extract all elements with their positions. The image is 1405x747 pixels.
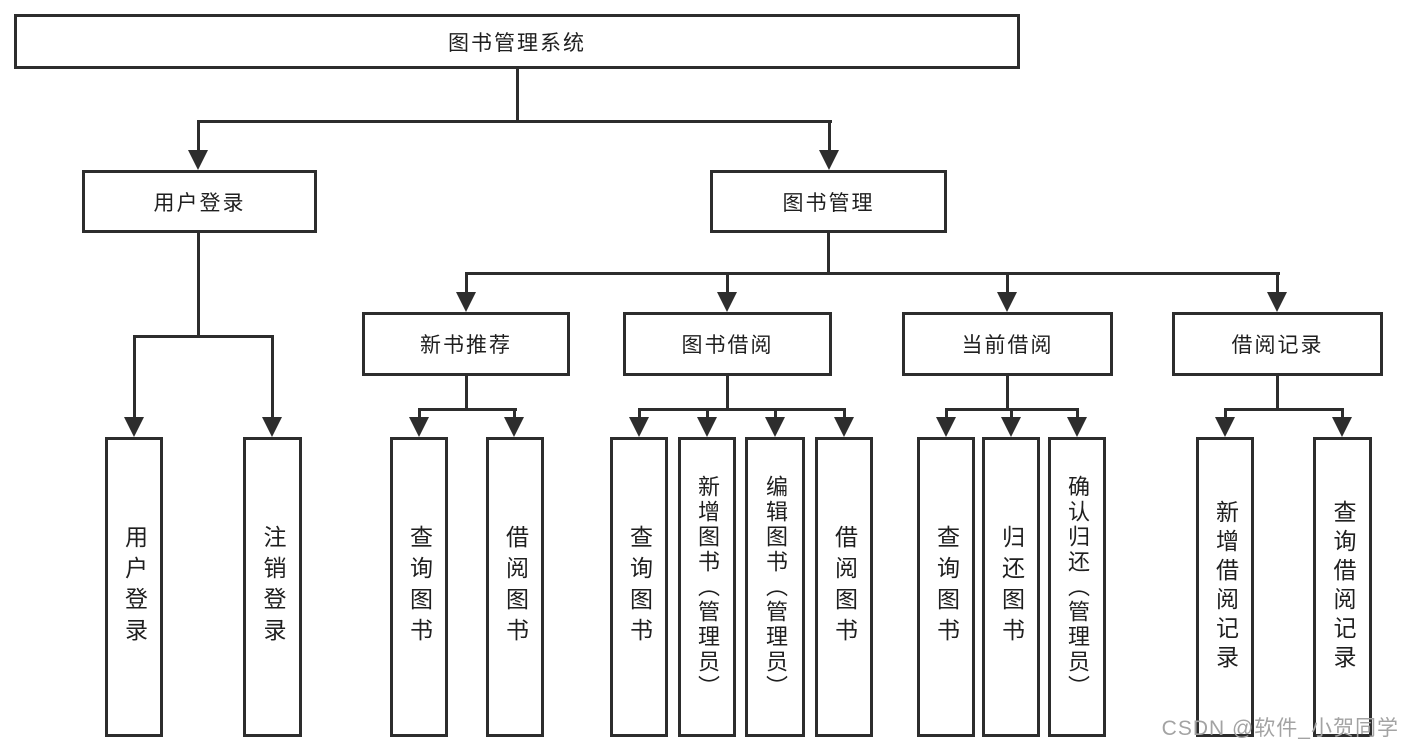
leaf-bb-borrow-book: 借阅图书 — [815, 437, 873, 737]
connector-to-bb-edit — [774, 408, 777, 420]
connector-to-leaf-logout — [271, 335, 274, 419]
connector-to-book-mgmt — [828, 120, 831, 150]
arrow-down-icon — [997, 292, 1017, 312]
connector-to-new-book-rec — [465, 272, 468, 294]
node-root-library-system: 图书管理系统 — [14, 14, 1020, 69]
leaf-br-query-record: 查询借阅记录 — [1313, 437, 1372, 737]
connector-borrow-record-stem — [1276, 376, 1279, 408]
leaf-nb-borrow-book: 借阅图书 — [486, 437, 544, 737]
leaf-bb-query-book: 查询图书 — [610, 437, 668, 737]
arrow-down-icon — [697, 417, 717, 437]
node-current-borrow: 当前借阅 — [902, 312, 1113, 376]
node-borrow-record: 借阅记录 — [1172, 312, 1383, 376]
arrow-down-icon — [819, 150, 839, 170]
connector-book-mgmt-crossbar — [465, 272, 1280, 275]
connector-to-br-query — [1341, 408, 1344, 420]
connector-to-br-add — [1224, 408, 1227, 420]
leaf-bb-edit-book-admin: 编辑图书（管理员） — [745, 437, 805, 737]
arrow-down-icon — [834, 417, 854, 437]
connector-book-mgmt-stem — [827, 233, 830, 272]
arrow-down-icon — [1067, 417, 1087, 437]
connector-new-book-stem — [465, 376, 468, 408]
connector-borrow-record-crossbar — [1224, 408, 1344, 411]
leaf-logout-login: 注销登录 — [243, 437, 302, 737]
node-user-login: 用户登录 — [82, 170, 317, 233]
connector-to-current-borrow — [1006, 272, 1009, 294]
connector-to-borrow-record — [1276, 272, 1279, 294]
node-book-management: 图书管理 — [710, 170, 947, 233]
connector-to-bb-query — [638, 408, 641, 420]
connector-to-cb-query — [945, 408, 948, 420]
connector-book-borrow-stem — [726, 376, 729, 408]
connector-to-bb-borrow — [843, 408, 846, 420]
node-book-borrow-label: 图书借阅 — [681, 334, 774, 357]
leaf-bb-edit-book-admin-label: 编辑图书（管理员） — [763, 474, 788, 700]
node-new-book-recommend-label: 新书推荐 — [420, 334, 512, 357]
leaf-nb-query-book: 查询图书 — [390, 437, 448, 737]
arrow-down-icon — [1215, 417, 1235, 437]
arrow-down-icon — [188, 150, 208, 170]
connector-to-user-login — [197, 120, 200, 150]
leaf-cb-return-book-label: 归还图书 — [998, 525, 1025, 649]
leaf-cb-query-book: 查询图书 — [917, 437, 975, 737]
connector-to-cb-return — [1010, 408, 1013, 420]
connector-book-borrow-crossbar — [638, 408, 846, 411]
leaf-cb-return-book: 归还图书 — [982, 437, 1040, 737]
connector-user-login-stem — [197, 233, 200, 335]
arrow-down-icon — [1332, 417, 1352, 437]
leaf-br-add-record: 新增借阅记录 — [1196, 437, 1254, 737]
connector-root-stem — [516, 68, 519, 120]
leaf-cb-query-book-label: 查询图书 — [933, 525, 960, 649]
connector-to-bb-add — [706, 408, 709, 420]
leaf-nb-borrow-book-label: 借阅图书 — [502, 525, 529, 649]
leaf-cb-confirm-return-admin-label: 确认归还（管理员） — [1065, 474, 1090, 700]
connector-to-book-borrow — [726, 272, 729, 294]
node-user-login-label: 用户登录 — [153, 191, 246, 215]
node-root-label: 图书管理系统 — [448, 31, 586, 55]
connector-new-book-crossbar — [418, 408, 517, 411]
leaf-user-login-label: 用户登录 — [121, 525, 148, 649]
arrow-down-icon — [456, 292, 476, 312]
connector-root-crossbar — [197, 120, 832, 123]
arrow-down-icon — [1267, 292, 1287, 312]
leaf-logout-login-label: 注销登录 — [260, 525, 286, 649]
leaf-bb-add-book-admin: 新增图书（管理员） — [678, 437, 736, 737]
leaf-nb-query-book-label: 查询图书 — [406, 525, 433, 649]
leaf-bb-query-book-label: 查询图书 — [626, 525, 653, 649]
arrow-down-icon — [717, 292, 737, 312]
leaf-br-add-record-label: 新增借阅记录 — [1212, 500, 1239, 674]
arrow-down-icon — [504, 417, 524, 437]
arrow-down-icon — [1001, 417, 1021, 437]
arrow-down-icon — [629, 417, 649, 437]
leaf-br-query-record-label: 查询借阅记录 — [1330, 500, 1356, 674]
node-book-borrow: 图书借阅 — [623, 312, 832, 376]
leaf-bb-add-book-admin-label: 新增图书（管理员） — [695, 474, 720, 700]
node-borrow-record-label: 借阅记录 — [1231, 334, 1324, 357]
connector-to-cb-confirm — [1076, 408, 1079, 420]
arrow-down-icon — [409, 417, 429, 437]
arrow-down-icon — [124, 417, 144, 437]
leaf-cb-confirm-return-admin: 确认归还（管理员） — [1048, 437, 1106, 737]
arrow-down-icon — [262, 417, 282, 437]
connector-current-borrow-stem — [1006, 376, 1009, 408]
connector-to-leaf-user-login — [133, 335, 136, 419]
connector-to-nb-borrow — [513, 408, 516, 420]
connector-to-nb-query — [418, 408, 421, 420]
leaf-user-login: 用户登录 — [105, 437, 163, 737]
node-new-book-recommend: 新书推荐 — [362, 312, 570, 376]
leaf-bb-borrow-book-label: 借阅图书 — [831, 525, 858, 649]
arrow-down-icon — [765, 417, 785, 437]
connector-user-login-crossbar — [133, 335, 274, 338]
node-current-borrow-label: 当前借阅 — [961, 334, 1054, 357]
node-book-management-label: 图书管理 — [782, 191, 875, 215]
arrow-down-icon — [936, 417, 956, 437]
csdn-watermark: CSDN @软件_小贺同学 — [1161, 717, 1399, 740]
